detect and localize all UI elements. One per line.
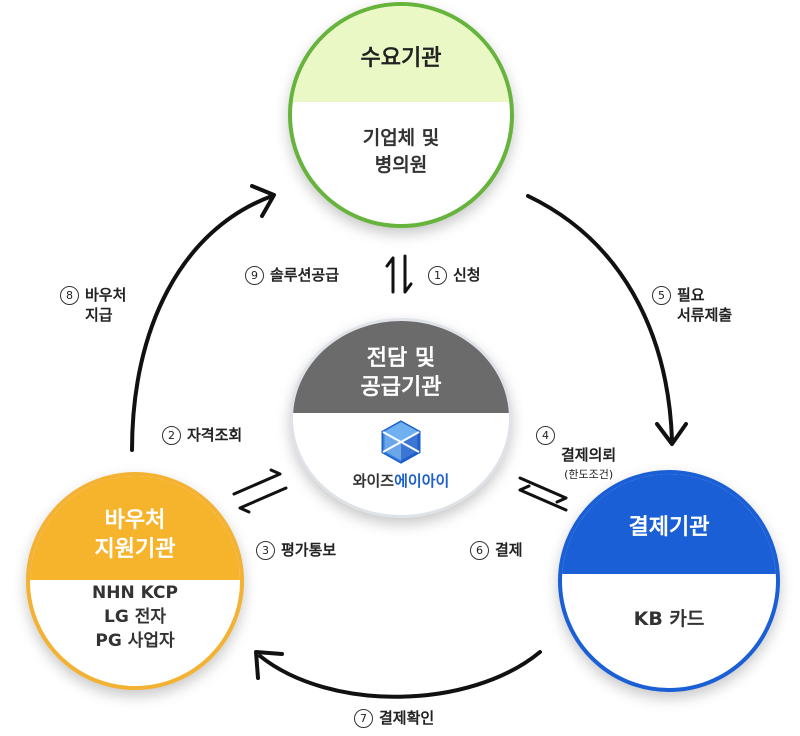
step-7-number: 7 — [354, 709, 373, 728]
step-2-text: 자격조회 — [187, 426, 243, 444]
brand-text-part1: 와이즈 — [352, 471, 395, 490]
step-2-label: 2 자격조회 — [162, 425, 242, 445]
step-5-label: 5 필요 서류제출 — [652, 285, 732, 326]
step-4-label: 4 결제의뢰 (한도조건) — [536, 425, 616, 503]
step-4-text: 결제의뢰 — [561, 446, 617, 465]
step-8-text: 바우처 지급 — [85, 286, 127, 325]
step-7-text: 결제확인 — [379, 709, 435, 727]
step-7-label: 7 결제확인 — [354, 708, 434, 728]
step-6-number: 6 — [470, 541, 489, 560]
brand-logo-icon — [381, 419, 421, 464]
step-5-number: 5 — [652, 286, 671, 305]
voucher-agency-body: NHN KCP LG 전자 PG 사업자 — [92, 583, 178, 651]
arrow-head-7 — [254, 650, 284, 680]
arrow-demand-to-payment — [526, 194, 674, 442]
arrow-head-8 — [250, 184, 276, 218]
step-6-text: 결제 — [495, 541, 523, 559]
brand-logo-text: 와이즈에이아이 — [353, 471, 450, 492]
arrow-6 — [518, 484, 568, 512]
step-9-text: 솔루션공급 — [270, 266, 340, 284]
step-3-number: 3 — [256, 541, 275, 560]
step-1-number: 1 — [428, 266, 447, 285]
demand-agency-title: 수요기관 — [292, 6, 510, 102]
voucher-agency-title: 바우처 지원기관 — [30, 476, 240, 580]
step-9-number: 9 — [245, 266, 264, 285]
arrow-voucher-to-demand — [130, 194, 274, 452]
step-1-label: 1 신청 — [428, 265, 481, 285]
step-4-subtext: (한도조건) — [564, 467, 614, 481]
demand-agency-body: 기업체 및 병의원 — [362, 127, 440, 176]
arrow-3 — [238, 486, 288, 514]
step-8-label: 8 바우처 지급 — [60, 285, 126, 326]
brand-block: 와이즈에이아이 — [293, 413, 509, 515]
payment-agency-node: 결제기관 KB 카드 — [558, 470, 780, 692]
payment-agency-body: KB 카드 — [633, 607, 705, 630]
step-9-label: 9 솔루션공급 — [245, 265, 339, 285]
arrow-9-down — [403, 254, 413, 294]
arrow-2 — [232, 468, 282, 496]
step-3-text: 평가통보 — [281, 541, 337, 559]
step-4-number: 4 — [536, 426, 555, 445]
supply-agency-title: 전담 및 공급기관 — [293, 321, 509, 413]
step-8-number: 8 — [60, 286, 79, 305]
supply-agency-node: 전담 및 공급기관 와이즈에이아이 — [290, 318, 512, 518]
step-3-label: 3 평가통보 — [256, 540, 336, 560]
voucher-agency-node: 바우처 지원기관 NHN KCP LG 전자 PG 사업자 — [26, 472, 244, 690]
demand-agency-node: 수요기관 기업체 및 병의원 — [288, 2, 514, 228]
arrow-payment-to-voucher — [258, 650, 542, 699]
brand-text-part2: 에이아이 — [394, 471, 450, 490]
payment-agency-title: 결제기관 — [562, 474, 776, 574]
arrow-1-up — [385, 256, 395, 294]
arrow-head-5 — [655, 422, 688, 446]
step-6-label: 6 결제 — [470, 540, 523, 560]
step-2-number: 2 — [162, 426, 181, 445]
step-1-text: 신청 — [453, 266, 481, 284]
step-5-text: 필요 서류제출 — [677, 286, 733, 325]
